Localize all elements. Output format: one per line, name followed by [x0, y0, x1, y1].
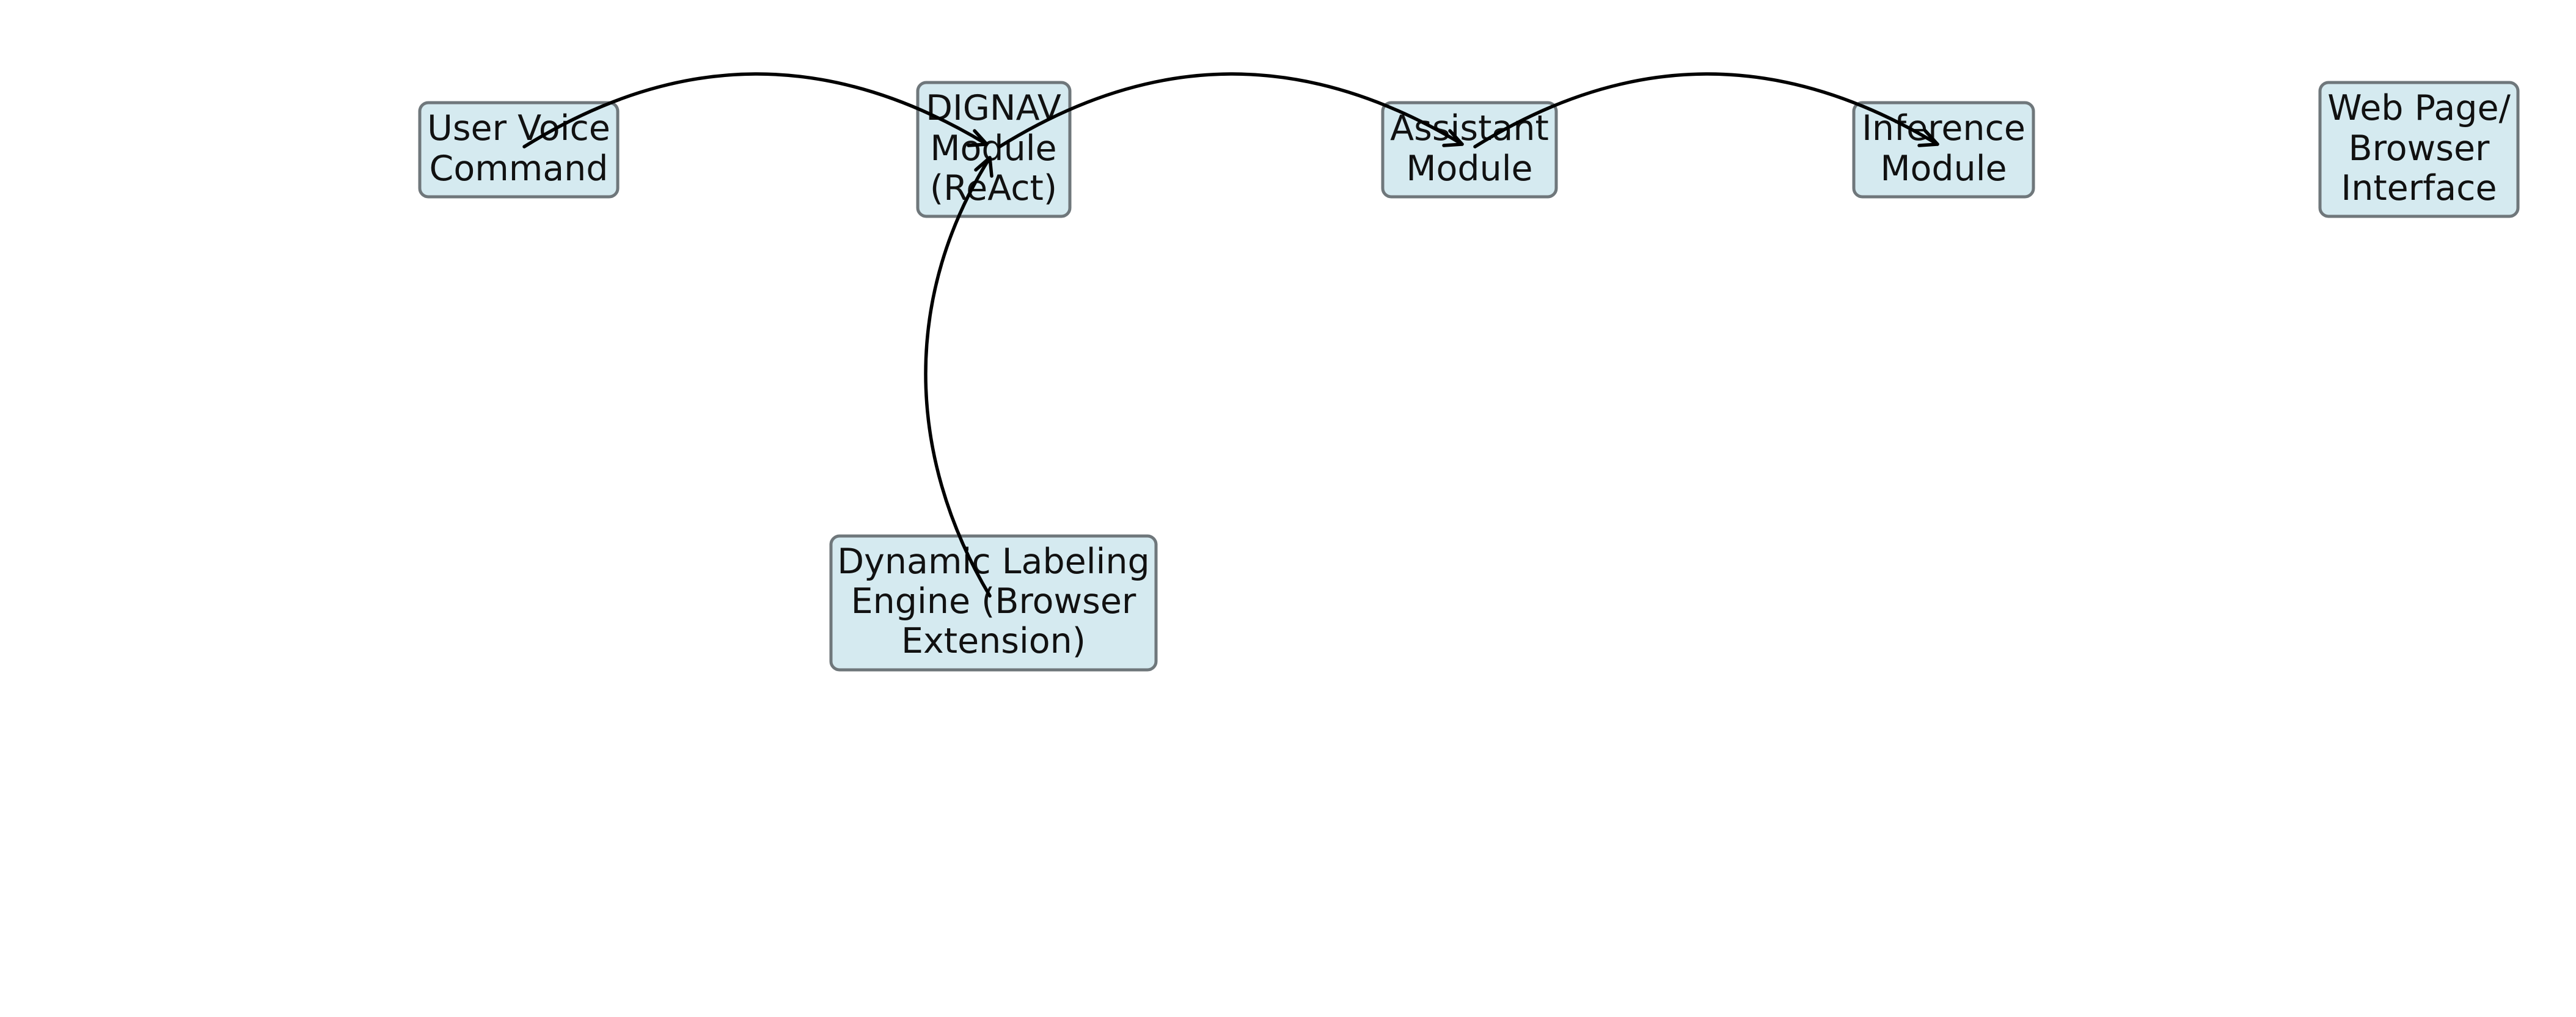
- node-user-voice-command: User Voice Command: [418, 101, 620, 199]
- node-label-line: Dynamic Labeling: [837, 542, 1149, 582]
- node-label-line: Command: [430, 149, 609, 189]
- node-label-line: Module: [930, 128, 1056, 169]
- node-label-line: (ReAct): [930, 168, 1057, 208]
- edge-user-voice-command-to-dignav-module: [522, 72, 989, 149]
- node-box: [1852, 101, 2035, 199]
- node-label-line: Browser: [2349, 128, 2490, 169]
- arrowhead: [1917, 129, 1939, 147]
- node-box: [916, 81, 1072, 218]
- edge-assistant-module-to-inference-module: [1473, 72, 1939, 149]
- edge-curve: [998, 72, 1464, 149]
- edge-curve: [924, 156, 992, 598]
- arrowhead: [1442, 129, 1464, 147]
- node-label-line: Assistant: [1390, 108, 1549, 149]
- node-label-line: Web Page/: [2327, 88, 2511, 128]
- edge-curve: [1473, 72, 1939, 149]
- node-label-line: Interface: [2341, 168, 2497, 208]
- arrowhead: [974, 156, 993, 178]
- edge-dynamic-labeling-engine-to-dignav-module: [924, 156, 993, 598]
- edge-curve: [522, 72, 989, 149]
- node-box: [829, 534, 1158, 672]
- node-box: [2318, 81, 2520, 218]
- node-box: [418, 101, 620, 199]
- node-label-line: Module: [1880, 149, 2007, 189]
- node-label-line: Module: [1406, 149, 1532, 189]
- node-web-page-browser-interface: Web Page/ Browser Interface: [2318, 81, 2520, 218]
- node-label-line: Inference: [1862, 108, 2025, 149]
- node-label-line: Engine (Browser: [851, 581, 1136, 622]
- node-dynamic-labeling-engine: Dynamic Labeling Engine (Browser Extensi…: [829, 534, 1158, 672]
- node-label-line: Extension): [901, 621, 1086, 661]
- node-inference-module: Inference Module: [1852, 101, 2035, 199]
- edge-dignav-module-to-assistant-module: [998, 72, 1464, 149]
- node-dignav-module: DIGNAV Module (ReAct): [916, 81, 1072, 218]
- arrowhead: [967, 129, 989, 147]
